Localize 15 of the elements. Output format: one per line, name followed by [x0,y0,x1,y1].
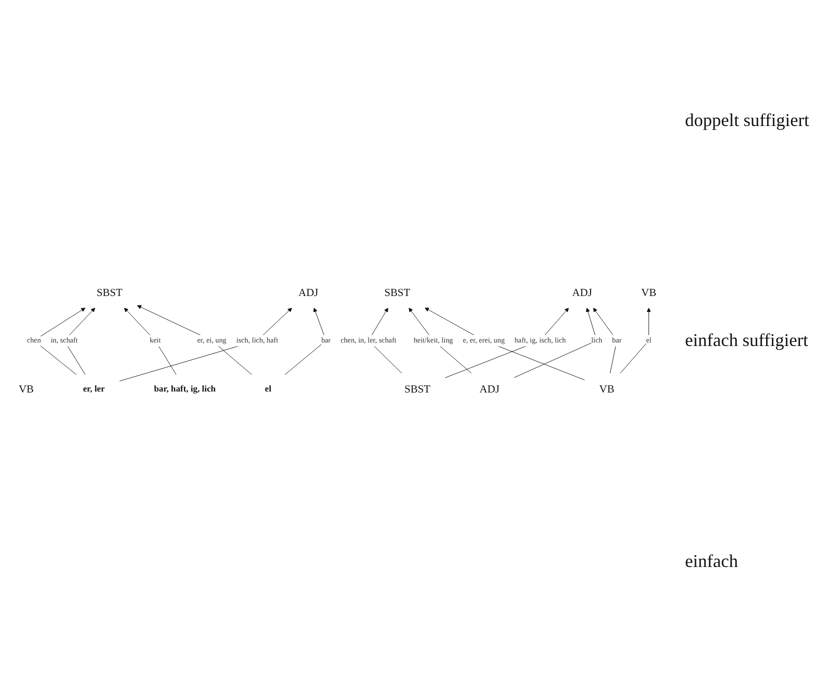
node-text: ADJ [298,286,318,300]
node-text: ADJ [480,382,500,396]
node-text: VB [641,286,656,300]
node-text: el [264,384,272,394]
node-text: VB [599,382,614,396]
node-text: SBST [96,286,123,300]
node-text: er, ler [82,384,105,394]
row-label: einfach [685,551,739,572]
node-text: SBST [404,382,430,396]
node-text: VB [18,382,34,396]
node-text: bar, haft, ig, lich [154,384,216,394]
row-label: doppelt suffigiert [685,110,810,131]
node-text: SBST [384,286,410,300]
node-text: ADJ [572,286,592,300]
row-label: einfach suffigiert [685,330,810,352]
